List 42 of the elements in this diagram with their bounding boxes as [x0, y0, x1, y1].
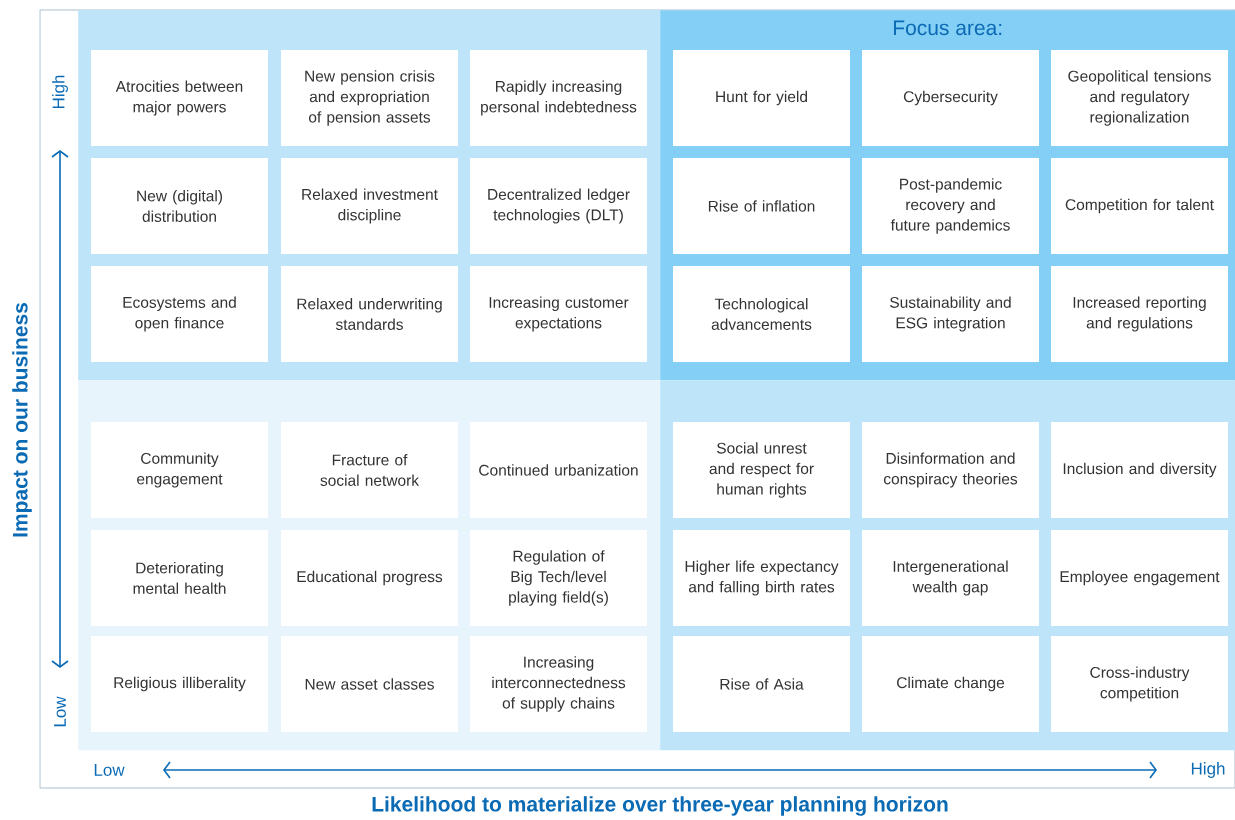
risk-box: Climate change	[862, 636, 1039, 732]
risk-box: Increasing interconnectedness of supply chains	[470, 636, 647, 732]
risk-box: Disinformation and conspiracy theories	[862, 422, 1039, 518]
risk-box: Geopolitical tensions and regulatory regionalization	[1051, 50, 1228, 146]
risk-box: Cybersecurity	[862, 50, 1039, 146]
axis-label: Low	[94, 764, 125, 776]
risk-box: Community engagement	[91, 422, 268, 518]
risk-box: Continued urbanization	[470, 422, 647, 518]
risk-box: Atrocities between major powers	[91, 50, 268, 146]
risk-box: Inclusion and diversity	[1051, 422, 1228, 518]
risk-box: New pension crisis and expropriation of pension assets	[281, 50, 458, 146]
risk-box: Increased reporting and regulations	[1051, 266, 1228, 362]
risk-box: Fracture of social network	[281, 422, 458, 518]
axis-label: Low	[54, 696, 66, 727]
risk-box: Deteriorating mental health	[91, 530, 268, 626]
risk-box: Religious illiberality	[91, 636, 268, 732]
risk-box: Sustainability and ESG integration	[862, 266, 1039, 362]
risk-box: Post-pandemic recovery and future pandemics	[862, 158, 1039, 254]
axis-label: High	[1191, 762, 1225, 778]
risk-box: Ecosystems and open finance	[91, 266, 268, 362]
risk-box: Technological advancements	[673, 266, 850, 362]
risk-box: New (digital) distribution	[91, 158, 268, 254]
axis-title: Likelihood to materialize over three-year planning horizon	[372, 796, 948, 816]
risk-box: Social unrest and respect for human rights	[673, 422, 850, 518]
risk-box: Decentralized ledger technologies (DLT)	[470, 158, 647, 254]
risk-box: Educational progress	[281, 530, 458, 626]
risk-box: Employee engagement	[1051, 530, 1228, 626]
risk-box: Competition for talent	[1051, 158, 1228, 254]
risk-box: Rapidly increasing personal indebtedness	[470, 50, 647, 146]
risk-box: Relaxed investment discipline	[281, 158, 458, 254]
risk-box: Hunt for yield	[673, 50, 850, 146]
risk-box: Rise of inflation	[673, 158, 850, 254]
risk-box: Rise of Asia	[673, 636, 850, 732]
axis-label: High	[52, 75, 68, 109]
risk-box: Intergenerational wealth gap	[862, 530, 1039, 626]
axis-title: Impact on our business	[12, 303, 32, 537]
risk-box: Increasing customer expectations	[470, 266, 647, 362]
risk-box: Higher life expectancy and falling birth rates	[673, 530, 850, 626]
risk-box: New asset classes	[281, 636, 458, 732]
risk-box: Cross-industry competition	[1051, 636, 1228, 732]
risk-box: Regulation of Big Tech/level playing field(s)	[470, 530, 647, 626]
risk-box: Relaxed underwriting standards	[281, 266, 458, 362]
